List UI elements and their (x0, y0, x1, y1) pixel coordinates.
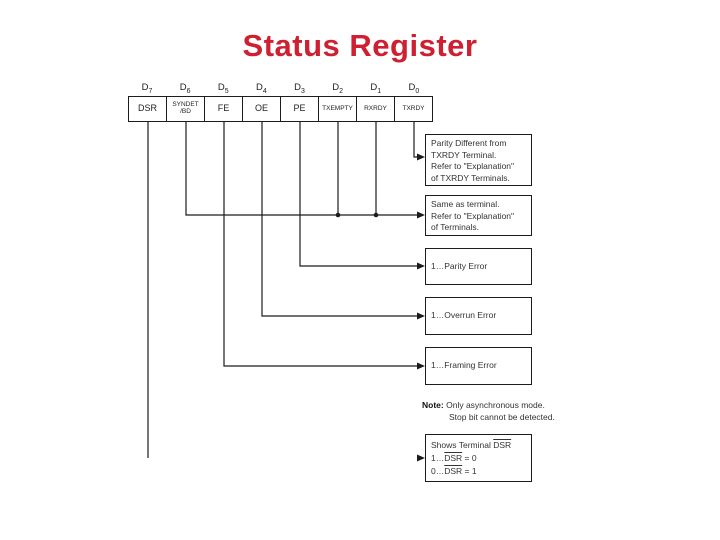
connector-pe-line (299, 122, 417, 267)
arrowhead-box5 (417, 362, 425, 370)
page-title: Status Register (242, 28, 478, 63)
arrowhead-box1 (417, 153, 425, 161)
bit-number-row: D7 D6 D5 D4 D3 D2 D1 D0 (128, 82, 433, 96)
box-text-line: TXRDY Terminal. (431, 149, 497, 160)
note-label: Note: (422, 400, 444, 410)
bit-cell-row: DSR SYNDET /BD FE OE PE TXEMPTY RXRDY TX… (128, 96, 433, 122)
bit-number-d2: D2 (332, 82, 344, 95)
bit-number-d6: D6 (179, 82, 191, 95)
bit-cell-pe: PE (281, 97, 319, 121)
box-text-line: of Terminals. (431, 222, 480, 232)
note: Note: Only asynchronous mode. Stop bit c… (422, 400, 597, 423)
bit-number-d7: D7 (141, 82, 153, 95)
dsr-box-line-2: 1…DSR = 0 (431, 453, 477, 463)
box-text-line: Refer to "Explanation" (431, 161, 515, 171)
bit-number-d5: D5 (217, 82, 229, 95)
explanation-box-same-as-terminal: Same as terminal. Refer to "Explanation"… (425, 195, 532, 236)
box-text-line: 1…Parity Error (431, 260, 488, 271)
bit-cell-oe: OE (243, 97, 281, 121)
bit-cell-syndet-bd: SYNDET /BD (167, 97, 205, 121)
dsr-box-line-3: 0…DSR = 1 (431, 466, 477, 476)
bit-number-d4: D4 (256, 82, 267, 95)
arrowhead-box6 (417, 454, 425, 462)
bit-cell-fe: FE (205, 97, 243, 121)
junction-dot-rxrdy (373, 212, 379, 218)
connector-txrdy-line (413, 122, 417, 158)
explanation-box-dsr: Shows Terminal DSR 1…DSR = 0 0…DSR = 1 (425, 434, 532, 482)
explanation-box-overrun-error: 1…Overrun Error (425, 297, 532, 335)
arrowhead-box4 (417, 312, 425, 320)
bit-number-d0: D0 (408, 82, 420, 95)
bit-cell-txempty: TXEMPTY (319, 97, 357, 121)
connector-fe-line (223, 122, 417, 367)
note-line-2: Stop bit cannot be detected. (449, 411, 555, 422)
junction-dot-txempty (335, 212, 341, 218)
connector-oe-line (261, 122, 417, 317)
explanation-box-framing-error: 1…Framing Error (425, 347, 532, 385)
box-text-line: of TXRDY Terminals. (431, 172, 510, 183)
explanation-box-parity-different: Parity Different from TXRDY Terminal. Re… (425, 134, 532, 186)
bit-cell-rxrdy: RXRDY (357, 97, 395, 121)
box-text-line: 1…Framing Error (431, 360, 497, 371)
status-register: D7 D6 D5 D4 D3 D2 D1 D0 DSR SYNDET /BD F… (128, 82, 433, 122)
arrowhead-box2 (417, 211, 425, 219)
bit-cell-dsr: DSR (129, 97, 167, 121)
arrowhead-box3 (417, 262, 425, 270)
explanation-box-parity-error: 1…Parity Error (425, 248, 532, 285)
box-text-line: Same as terminal. (431, 199, 500, 209)
bit-number-d1: D1 (370, 82, 382, 95)
note-line-1: Note: Only asynchronous mode. (422, 400, 545, 410)
bit-cell-txrdy: TXRDY (402, 104, 425, 112)
box-text-line: Parity Different from (431, 138, 507, 148)
connector-syndet-line (185, 122, 417, 216)
bit-number-d3: D3 (294, 82, 305, 95)
box-text-line: 1…Overrun Error (431, 310, 497, 321)
box-text-line: Refer to "Explanation" (431, 210, 515, 221)
dsr-box-line-1: Shows Terminal DSR (431, 440, 512, 450)
